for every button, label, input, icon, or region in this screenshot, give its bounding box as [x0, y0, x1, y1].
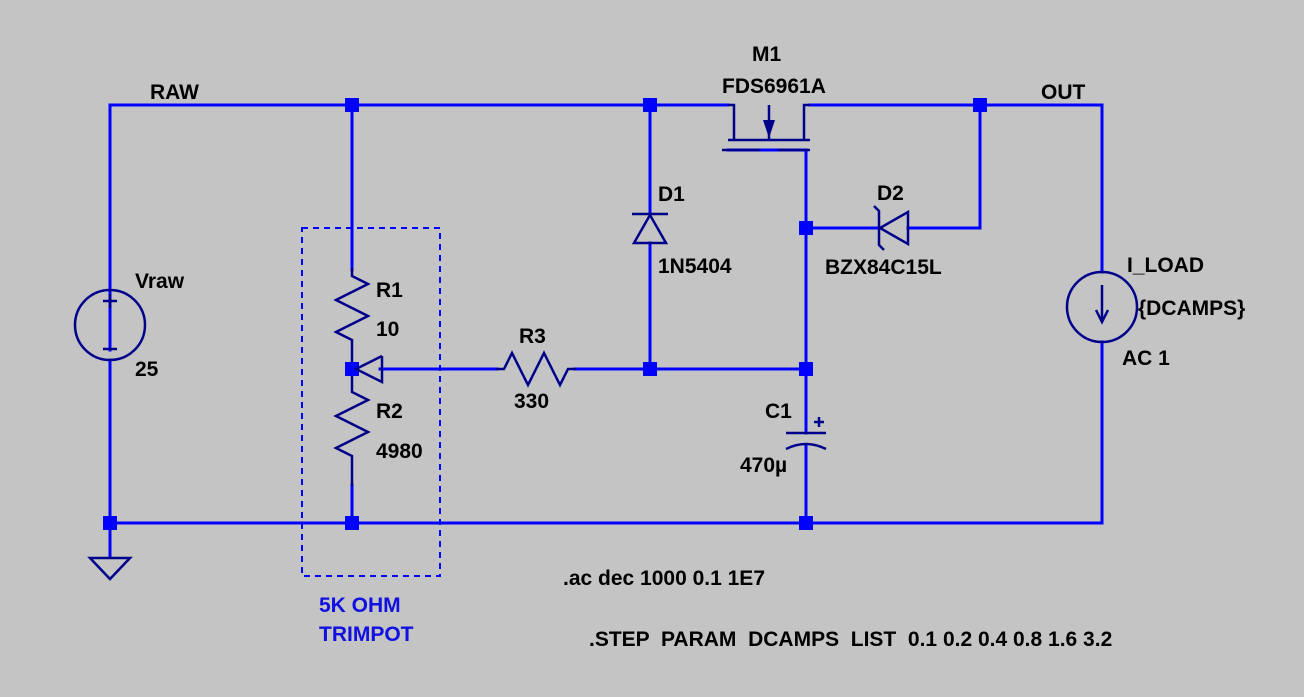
m1-name-label: M1 — [752, 43, 781, 66]
mosfet-m1[interactable] — [722, 103, 810, 152]
junctions — [103, 98, 987, 530]
r1-value-label: 10 — [376, 318, 399, 341]
junction-ground-c1[interactable] — [799, 516, 813, 530]
r3-name-label: R3 — [519, 325, 546, 348]
net-label-raw: RAW — [150, 81, 199, 104]
c1-name-label: C1 — [765, 400, 792, 423]
current-source-iload[interactable] — [1065, 270, 1139, 344]
ac-directive[interactable]: .ac dec 1000 0.1 1E7 — [563, 567, 765, 590]
r2-name-label: R2 — [376, 400, 403, 423]
vraw-name-label: Vraw — [135, 270, 185, 293]
d1-name-label: D1 — [658, 183, 685, 206]
junction-ground-r2[interactable] — [345, 516, 359, 530]
resistor-r1[interactable] — [333, 268, 371, 362]
c1-value-label: 470µ — [740, 454, 787, 477]
junction-raw-d1[interactable] — [643, 98, 657, 112]
ground-icon — [87, 556, 133, 581]
junction-gate-d2[interactable] — [799, 221, 813, 235]
junction-raw-r1[interactable] — [345, 98, 359, 112]
wire-d2-right[interactable] — [906, 103, 982, 230]
junction-wiper[interactable] — [345, 362, 359, 376]
wire-out-rail[interactable] — [808, 103, 1104, 274]
iload-value-label: {DCAMPS} — [1138, 297, 1245, 320]
iload-ac-label: AC 1 — [1122, 347, 1170, 370]
wire-ground-rail[interactable] — [108, 358, 1104, 525]
d2-value-label: BZX84C15L — [825, 256, 942, 279]
step-directive[interactable]: .STEP PARAM DCAMPS LIST 0.1 0.2 0.4 0.8 … — [589, 628, 1112, 651]
r2-value-label: 4980 — [376, 440, 423, 463]
resistor-r3[interactable] — [496, 350, 576, 388]
capacitor-c1[interactable] — [785, 417, 827, 451]
r3-value-label: 330 — [514, 390, 549, 413]
trimpot-outline — [301, 227, 441, 577]
junction-out-d2[interactable] — [973, 98, 987, 112]
diode-d1[interactable] — [631, 212, 669, 245]
net-label-out: OUT — [1041, 81, 1086, 104]
d2-name-label: D2 — [877, 182, 904, 205]
zener-diode-d2[interactable] — [873, 205, 910, 251]
r1-name-label: R1 — [376, 279, 403, 302]
wires — [108, 103, 1104, 559]
vraw-value-label: 25 — [135, 358, 159, 381]
trimpot-wiper-arrow[interactable] — [353, 354, 384, 385]
iload-name-label: I_LOAD — [1127, 254, 1204, 277]
junction-gate-c1[interactable] — [799, 362, 813, 376]
junction-ground-vraw[interactable] — [103, 516, 117, 530]
resistor-r2[interactable] — [333, 376, 371, 486]
d1-value-label: 1N5404 — [658, 255, 732, 278]
trimpot-annotation-line2: TRIMPOT — [319, 623, 414, 646]
junction-d1-r3[interactable] — [643, 362, 657, 376]
trimpot-annotation-line1: 5K OHM — [319, 594, 401, 617]
wire-gate[interactable] — [726, 148, 808, 371]
voltage-source-vraw[interactable] — [73, 288, 147, 362]
wire-raw-rail[interactable] — [108, 103, 730, 352]
m1-value-label: FDS6961A — [722, 75, 826, 98]
